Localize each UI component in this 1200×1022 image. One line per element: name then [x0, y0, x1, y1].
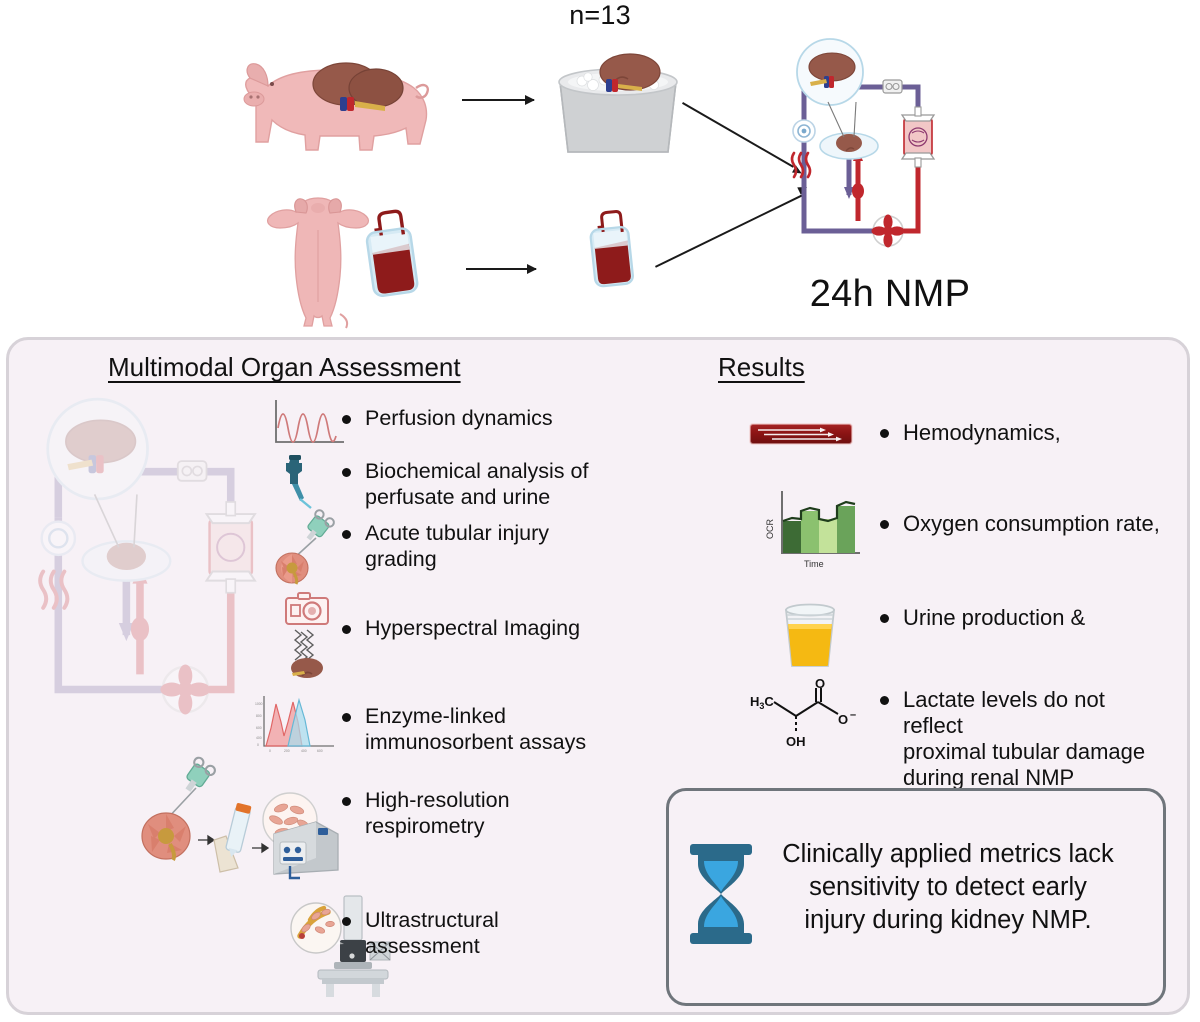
conclusion-box — [666, 788, 1166, 1006]
svg-text:O: O — [815, 676, 825, 691]
assessment-item: Enzyme-linked immunosorbent assays — [342, 704, 600, 755]
top-workflow-section: n=13 — [0, 0, 1200, 337]
blood-vessel-flow-icon — [748, 418, 854, 450]
assessment-item: Acute tubular injury grading — [342, 521, 592, 572]
arrow-diagonal-icon — [682, 102, 794, 168]
bullet-icon — [880, 696, 889, 705]
svg-text:0: 0 — [257, 743, 259, 747]
assessment-item-label: Biochemical analysis of perfusate and ur… — [365, 459, 589, 509]
svg-text:OCR: OCR — [765, 519, 775, 540]
assessment-item-label: High-resolution respirometry — [365, 788, 510, 838]
blood-bag-icon — [580, 203, 647, 295]
results-item-label: Hemodynamics, — [903, 420, 1061, 445]
svg-text:0: 0 — [269, 749, 271, 753]
assessment-item-label: Enzyme-linked immunosorbent assays — [365, 704, 587, 754]
assessment-item: High-resolution respirometry — [342, 788, 592, 839]
pig-with-kidneys-icon — [228, 48, 448, 153]
results-item: Hemodynamics, — [880, 420, 1170, 446]
bullet-icon — [880, 429, 889, 438]
results-item-label: Urine production & — [903, 605, 1086, 630]
svg-text:O: O — [838, 712, 848, 727]
pipette-icon — [276, 454, 332, 510]
bullet-icon — [880, 614, 889, 623]
nmp-duration-label: 24h NMP — [809, 273, 971, 315]
sample-size-label: n=13 — [569, 0, 631, 30]
results-item: Urine production & — [880, 605, 1170, 631]
assessment-item-label: Ultrastructural assessment — [365, 908, 499, 958]
bullet-icon — [342, 468, 351, 477]
results-heading: Results — [718, 352, 805, 382]
lactate-molecule-icon: H3C O O – OH — [748, 676, 866, 762]
results-item: Lactate levels do not reflect proximal t… — [880, 687, 1162, 791]
bullet-icon — [342, 415, 351, 424]
assessment-item: Biochemical analysis of perfusate and ur… — [342, 459, 600, 510]
pig-supine-icon — [262, 190, 374, 330]
arrow-right-icon — [466, 264, 537, 274]
svg-text:H3C: H3C — [750, 694, 774, 711]
assessment-item: Perfusion dynamics — [342, 406, 592, 432]
assessment-item-label: Perfusion dynamics — [365, 406, 553, 430]
urine-cup-icon — [774, 596, 846, 672]
nmp-perfusion-circuit-faded-icon — [22, 397, 264, 732]
svg-text:1000: 1000 — [255, 702, 263, 706]
bullet-icon — [342, 797, 351, 806]
elisa-peaks-chart-icon: 1000 800 600 400 0 0 200 400 600 — [252, 692, 338, 756]
assessment-item: Hyperspectral Imaging — [342, 616, 600, 642]
electron-microscope-icon — [290, 890, 400, 1000]
svg-text:600: 600 — [256, 726, 262, 730]
waveform-chart-icon — [270, 398, 348, 448]
svg-text:Time: Time — [804, 559, 824, 569]
results-item-label: Lactate levels do not reflect proximal t… — [903, 687, 1146, 790]
bullet-icon — [342, 917, 351, 926]
camera-spectral-kidney-icon — [276, 588, 340, 680]
hourglass-icon — [686, 842, 756, 946]
assessment-item: Ultrastructural assessment — [342, 908, 592, 959]
assessment-item-label: Hyperspectral Imaging — [365, 616, 581, 640]
svg-text:400: 400 — [301, 749, 307, 753]
kidney-biopsy-respirometer-icon — [140, 756, 340, 890]
svg-text:OH: OH — [786, 734, 806, 749]
results-item-label: Oxygen consumption rate, — [903, 511, 1160, 536]
svg-text:400: 400 — [256, 736, 262, 740]
svg-text:600: 600 — [317, 749, 323, 753]
nmp-perfusion-circuit-icon — [780, 38, 940, 255]
kidney-on-ice-box-icon — [548, 48, 688, 160]
blood-bag-icon — [354, 202, 433, 306]
assessment-heading: Multimodal Organ Assessment — [108, 352, 461, 382]
ocr-bar-chart-icon: OCR Time — [760, 487, 866, 573]
assessment-item-label: Acute tubular injury grading — [365, 521, 550, 571]
bullet-icon — [342, 530, 351, 539]
arrow-right-icon — [462, 95, 535, 105]
bullet-icon — [342, 713, 351, 722]
svg-text:–: – — [850, 709, 856, 721]
results-item: Oxygen consumption rate, — [880, 511, 1170, 537]
bullet-icon — [880, 520, 889, 529]
svg-text:800: 800 — [256, 714, 262, 718]
bullet-icon — [342, 625, 351, 634]
conclusion-text: Clinically applied metrics lack sensitiv… — [782, 840, 1114, 934]
kidney-biopsy-needle-icon — [272, 509, 342, 585]
svg-text:200: 200 — [284, 749, 290, 753]
